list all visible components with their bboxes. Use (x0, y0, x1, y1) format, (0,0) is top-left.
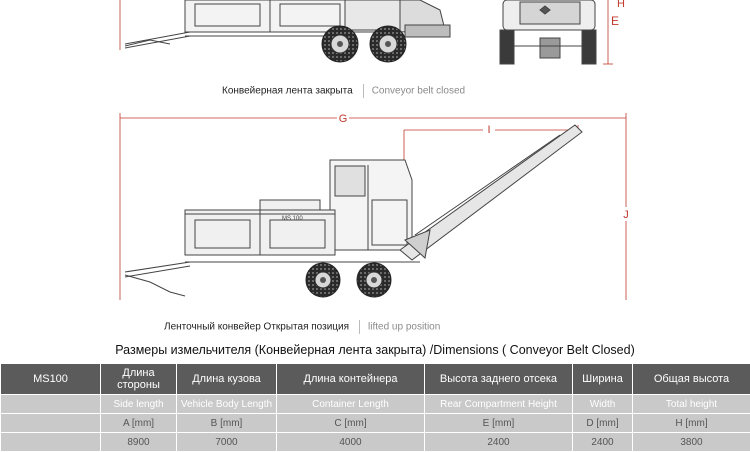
header-cell: Высота заднего отсека (425, 364, 573, 395)
wheel (357, 263, 391, 297)
header-en-cell: Rear Compartment Height (425, 395, 573, 414)
header-cell: Длина стороны (101, 364, 177, 395)
trailer-rear-view (500, 0, 596, 64)
header-cell: Ширина (573, 364, 633, 395)
dimension-letter-i: I (487, 124, 490, 136)
table-row-units: A [mm] B [mm] C [mm] E [mm] D [mm] H [mm… (1, 414, 750, 433)
value-cell: 3800 (633, 433, 750, 452)
value-cell: 8900 (101, 433, 177, 452)
dimension-letter-e: E (611, 14, 619, 28)
wheel (370, 26, 406, 62)
wheel (322, 26, 358, 62)
caption-bottom: Ленточный конвейер Открытая позиция lifte… (164, 320, 440, 334)
unit-cell: B [mm] (177, 414, 277, 433)
blank-cell (1, 414, 101, 433)
dimension-letter-j: J (623, 209, 629, 221)
header-en-cell: Width (573, 395, 633, 414)
dimension-letter-h: H (617, 0, 625, 10)
technical-drawing: H E G G I J MS 100 (0, 0, 750, 340)
trailer-side-view-lifted (125, 125, 582, 296)
unit-cell: D [mm] (573, 414, 633, 433)
dimension-e: H E (603, 0, 625, 64)
table-title: Размеры измельчителя (Конвейерная лента … (0, 341, 750, 360)
caption-top-ru: Конвейерная лента закрыта (222, 86, 353, 97)
header-en-cell: Side length (101, 395, 177, 414)
unit-cell: C [mm] (277, 414, 425, 433)
table-row-values: 8900 7000 4000 2400 2400 3800 (1, 433, 750, 452)
blank-cell (1, 395, 101, 414)
body-marking: MS 100 (282, 216, 303, 222)
value-cell: 2400 (425, 433, 573, 452)
caption-top-en: Conveyor belt closed (372, 86, 465, 97)
header-cell: Общая высота (633, 364, 750, 395)
caption-bottom-en: lifted up position (368, 322, 440, 333)
value-cell: 7000 (177, 433, 277, 452)
header-cell: Длина кузова (177, 364, 277, 395)
unit-cell: H [mm] (633, 414, 750, 433)
model-cell: MS100 (1, 364, 101, 395)
table-row-english: Side length Vehicle Body Length Containe… (1, 395, 750, 414)
header-en-cell: Total height (633, 395, 750, 414)
caption-bottom-ru: Ленточный конвейер Открытая позиция (164, 322, 349, 333)
caption-top: Конвейерная лента закрыта Conveyor belt c… (222, 84, 465, 98)
blank-cell (1, 433, 101, 452)
header-en-cell: Vehicle Body Length (177, 395, 277, 414)
wheel (306, 263, 340, 297)
dimensions-table: MS100 Длина стороны Длина кузова Длина к… (0, 363, 750, 452)
unit-cell: E [mm] (425, 414, 573, 433)
unit-cell: A [mm] (101, 414, 177, 433)
header-en-cell: Container Length (277, 395, 425, 414)
value-cell: 2400 (573, 433, 633, 452)
table-header-row: MS100 Длина стороны Длина кузова Длина к… (1, 364, 750, 395)
dimension-letter-g-label: G (339, 113, 348, 125)
value-cell: 4000 (277, 433, 425, 452)
header-cell: Длина контейнера (277, 364, 425, 395)
